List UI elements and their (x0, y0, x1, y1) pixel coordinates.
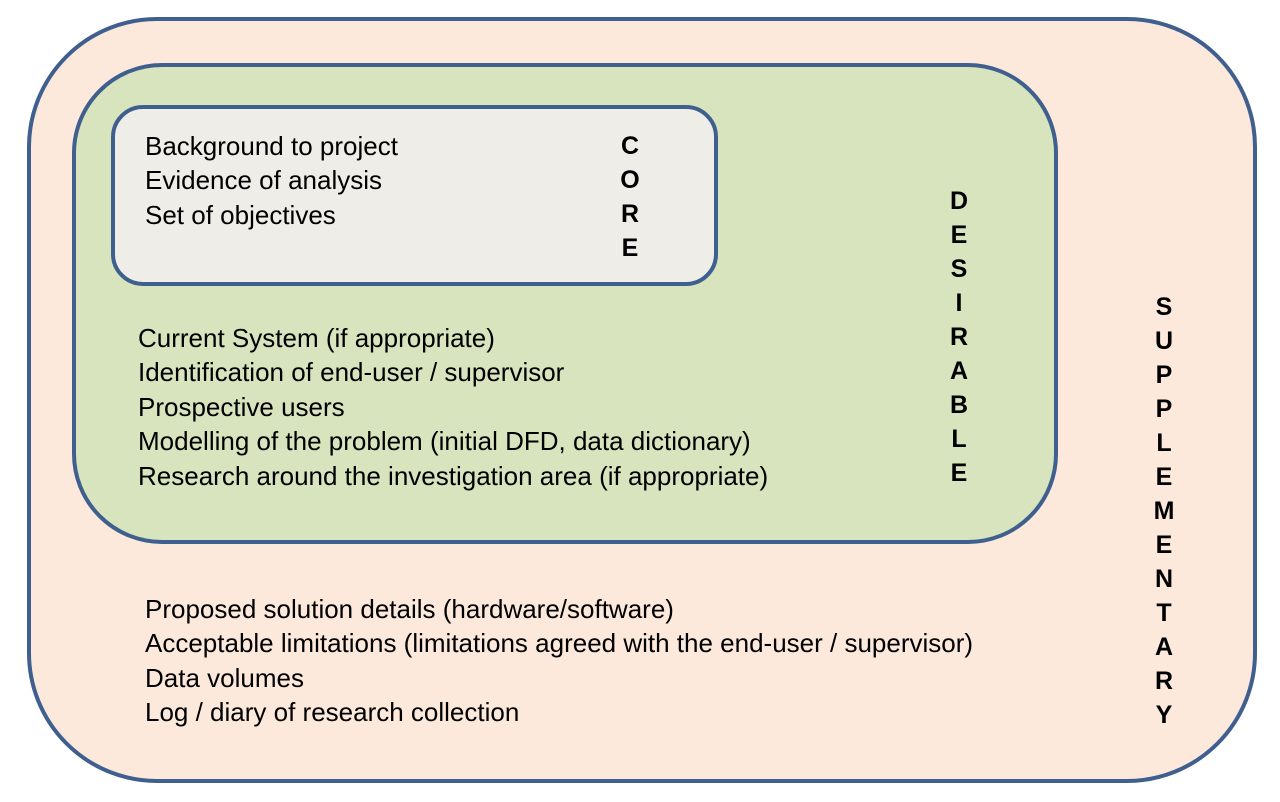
core-item: Set of objectives (145, 199, 336, 230)
core-item: Background to project (145, 131, 398, 161)
supplementary-item: Data volumes (145, 662, 304, 693)
desirable-item: Identification of end-user / supervisor (138, 357, 565, 388)
desirable-item-list: Current System (if appropriate) Identifi… (138, 321, 768, 493)
core-region (111, 105, 718, 286)
core-label: C O R E (620, 132, 640, 262)
supplementary-item: Proposed solution details (hardware/soft… (145, 594, 674, 624)
core-item-list: Background to project Evidence of analys… (145, 129, 398, 232)
supplementary-label: S U P P L E M E N T A R Y (1153, 293, 1175, 729)
desirable-item: Current System (if appropriate) (138, 323, 495, 353)
desirable-item: Prospective users (138, 391, 345, 422)
supplementary-item-list: Proposed solution details (hardware/soft… (145, 592, 973, 730)
desirable-item: Modelling of the problem (initial DFD, d… (138, 426, 751, 457)
supplementary-item: Acceptable limitations (limitations agre… (145, 628, 974, 659)
core-item: Evidence of analysis (145, 165, 383, 196)
supplementary-item: Log / diary of research collection (145, 697, 520, 728)
desirable-item: Research around the investigation area (… (138, 460, 769, 491)
desirable-label: D E S I R A B L E (949, 187, 969, 487)
